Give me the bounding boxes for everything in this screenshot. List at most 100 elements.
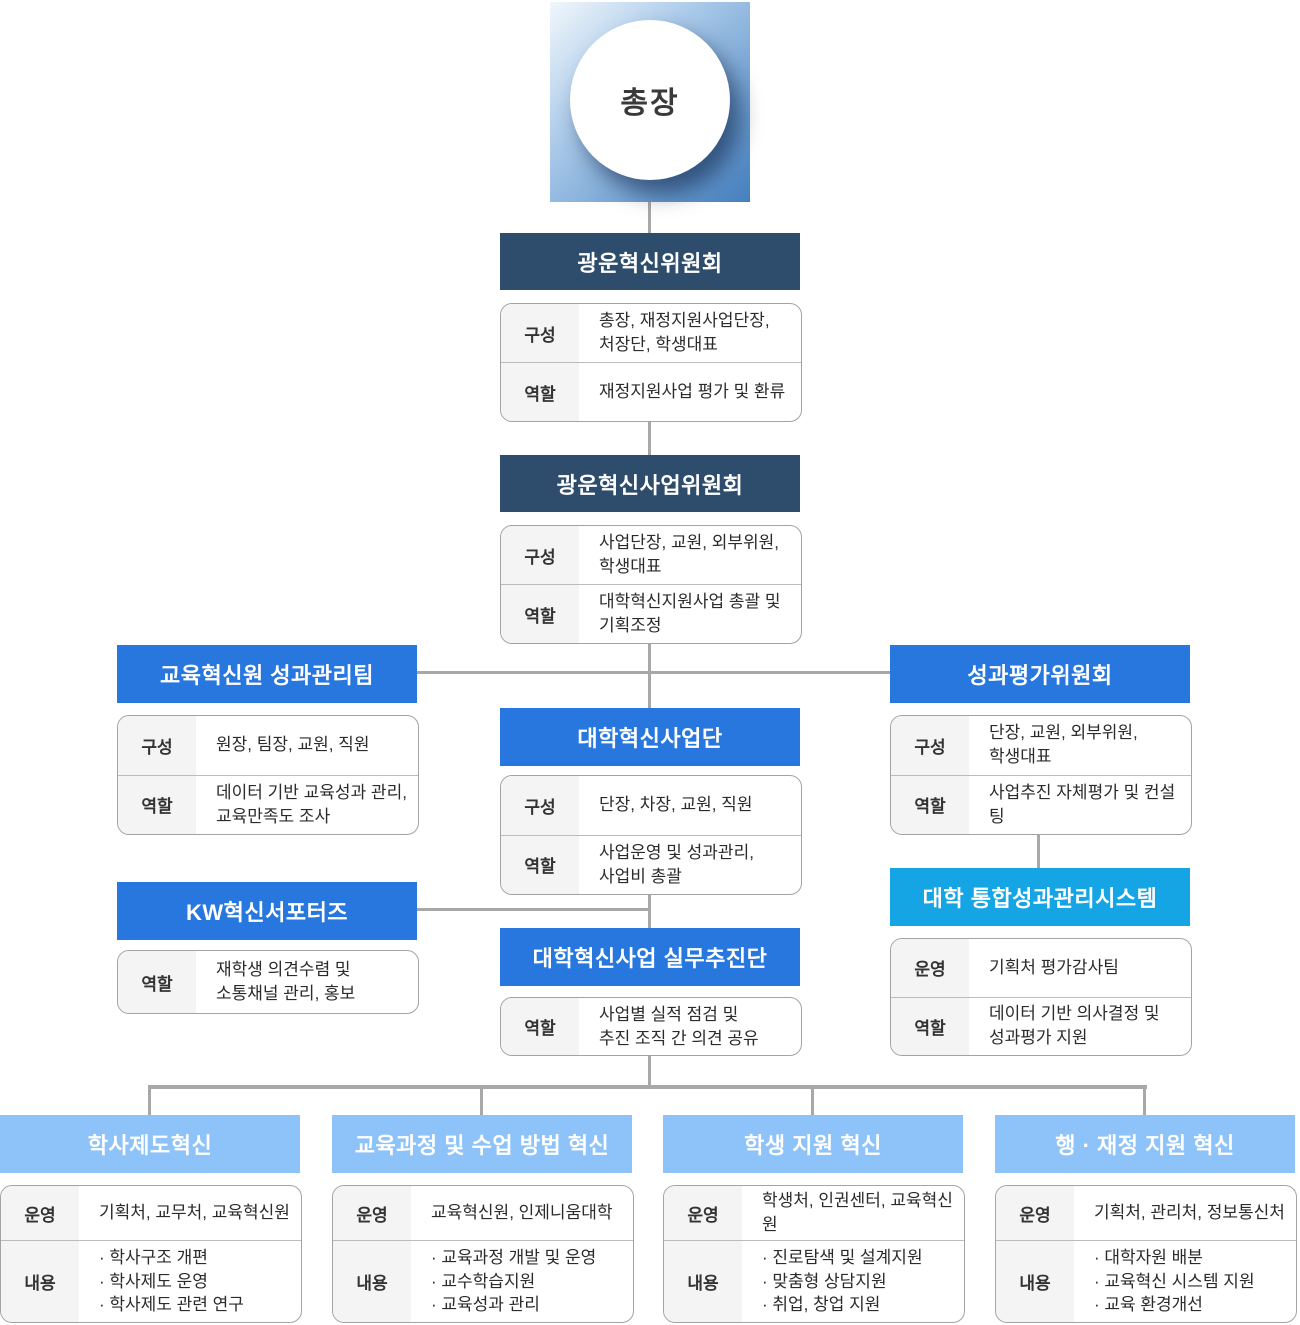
connector-committee-to-project-committee [648, 420, 651, 455]
table-row: 내용 · 대학자원 배분 · 교육혁신 시스템 지원 · 교육 환경개선 [996, 1240, 1296, 1322]
row-label: 운영 [333, 1186, 411, 1240]
kw-innovation-project-committee-header: 광운혁신사업위원회 [500, 455, 800, 512]
kw-innovation-project-committee-table: 구성 사업단장, 교원, 외부위원, 학생대표 역할 대학혁신지원사업 총괄 및… [500, 525, 802, 644]
row-label: 운영 [664, 1186, 742, 1240]
row-value: 총장, 재정지원사업단장, 처장단, 학생대표 [599, 311, 770, 354]
academic-system-innovation-table: 운영 기획처, 교무처, 교육혁신원 내용 · 학사구조 개편 · 학사제도 운… [0, 1185, 302, 1323]
row-label: 구성 [501, 776, 579, 835]
table-row: 내용 · 진로탐색 및 설계지원 · 맞춤형 상담지원 · 취업, 창업 지원 [664, 1240, 964, 1322]
row-label: 내용 [996, 1241, 1074, 1322]
table-row: 역할 재학생 의견수렴 및 소통채널 관리, 홍보 [118, 951, 418, 1013]
admin-finance-innovation-table: 운영 기획처, 관리처, 정보통신처 내용 · 대학자원 배분 · 교육혁신 시… [995, 1185, 1297, 1323]
kw-supporters-table: 역할 재학생 의견수렴 및 소통채널 관리, 홍보 [117, 950, 419, 1014]
row-value: 학생처, 인권센터, 교육혁신원 [762, 1191, 953, 1234]
connector-drop-2 [480, 1085, 483, 1115]
academic-system-innovation-header: 학사제도혁신 [0, 1115, 300, 1173]
connector-drop-1 [148, 1085, 151, 1115]
row-label: 역할 [891, 775, 969, 834]
row-value: 원장, 팀장, 교원, 직원 [216, 735, 370, 755]
connector-project-committee-to-group [648, 642, 651, 708]
row-value: · 진로탐색 및 설계지원 · 맞춤형 상담지원 · 취업, 창업 지원 [762, 1247, 923, 1315]
student-support-innovation-header: 학생 지원 혁신 [663, 1115, 963, 1173]
table-row: 운영 기획처, 교무처, 교육혁신원 [1, 1186, 301, 1240]
kw-supporters-header: KW혁신서포터즈 [117, 882, 417, 940]
row-value: · 학사구조 개편 · 학사제도 운영 · 학사제도 관련 연구 [99, 1247, 244, 1315]
row-label: 역할 [501, 998, 579, 1055]
president-label: 총장 [620, 87, 680, 120]
row-value: 사업별 실적 점검 및 추진 조직 간 의견 공유 [599, 1004, 759, 1048]
row-value: 대학혁신지원사업 총괄 및 기획조정 [599, 592, 781, 635]
working-group-table: 역할 사업별 실적 점검 및 추진 조직 간 의견 공유 [500, 997, 802, 1056]
connector-president-to-committee [648, 202, 651, 233]
table-row: 운영 학생처, 인권센터, 교육혁신원 [664, 1186, 964, 1240]
table-row: 역할 사업운영 및 성과관리, 사업비 총괄 [501, 834, 801, 894]
table-row: 역할 대학혁신지원사업 총괄 및 기획조정 [501, 584, 801, 643]
row-label: 역할 [501, 585, 579, 643]
kw-innovation-committee-header: 광운혁신위원회 [500, 233, 800, 290]
curriculum-innovation-header: 교육과정 및 수업 방법 혁신 [332, 1115, 632, 1173]
admin-finance-innovation-header: 행 · 재정 지원 혁신 [995, 1115, 1295, 1173]
connector-horizontal-bottom [148, 1085, 1147, 1089]
table-row: 내용 · 교육과정 개발 및 운영 · 교수학습지원 · 교육성과 관리 [333, 1240, 633, 1322]
row-value: 기획처, 관리처, 정보통신처 [1094, 1203, 1285, 1223]
row-label: 구성 [501, 304, 579, 362]
connector-eval-to-system [1037, 833, 1040, 868]
table-row: 구성 총장, 재정지원사업단장, 처장단, 학생대표 [501, 304, 801, 362]
row-label: 구성 [118, 716, 196, 775]
row-label: 역할 [118, 775, 196, 834]
table-row: 운영 기획처 평가감사팀 [891, 939, 1191, 997]
table-row: 역할 데이터 기반 의사결정 및 성과평가 지원 [891, 996, 1191, 1055]
university-innovation-group-table: 구성 단장, 차장, 교원, 직원 역할 사업운영 및 성과관리, 사업비 총괄 [500, 775, 802, 895]
row-label: 구성 [501, 526, 579, 584]
table-row: 역할 사업별 실적 점검 및 추진 조직 간 의견 공유 [501, 998, 801, 1055]
row-value: 데이터 기반 의사결정 및 성과평가 지원 [989, 1004, 1160, 1048]
row-label: 역할 [501, 835, 579, 894]
table-row: 역할 사업추진 자체평가 및 컨설팅 [891, 774, 1191, 834]
row-value: 사업단장, 교원, 외부위원, 학생대표 [599, 533, 780, 576]
row-value: · 교육과정 개발 및 운영 · 교수학습지원 · 교육성과 관리 [431, 1247, 597, 1315]
table-row: 운영 교육혁신원, 인제니움대학 [333, 1186, 633, 1240]
president-node: 총장 [550, 2, 750, 202]
integrated-performance-system-table: 운영 기획처 평가감사팀 역할 데이터 기반 의사결정 및 성과평가 지원 [890, 938, 1192, 1056]
row-label: 내용 [333, 1241, 411, 1322]
row-label: 운영 [891, 939, 969, 997]
table-row: 내용 · 학사구조 개편 · 학사제도 운영 · 학사제도 관련 연구 [1, 1240, 301, 1322]
row-label: 운영 [996, 1186, 1074, 1240]
row-value: 단장, 교원, 외부위원, 학생대표 [989, 723, 1138, 767]
connector-drop-3 [811, 1085, 814, 1115]
table-row: 역할 재정지원사업 평가 및 환류 [501, 362, 801, 421]
row-label: 역할 [891, 997, 969, 1055]
performance-mgmt-team-header: 교육혁신원 성과관리팀 [117, 645, 417, 703]
table-row: 운영 기획처, 관리처, 정보통신처 [996, 1186, 1296, 1240]
table-row: 역할 데이터 기반 교육성과 관리, 교육만족도 조사 [118, 774, 418, 834]
connector-working-group-down [648, 1054, 651, 1087]
university-innovation-group-header: 대학혁신사업단 [500, 708, 800, 766]
connector-horizontal-upper [417, 671, 890, 674]
table-row: 구성 단장, 교원, 외부위원, 학생대표 [891, 716, 1191, 775]
connector-horizontal-supporters [417, 908, 650, 911]
row-value: · 대학자원 배분 · 교육혁신 시스템 지원 · 교육 환경개선 [1094, 1247, 1255, 1315]
row-value: 기획처, 교무처, 교육혁신원 [99, 1203, 290, 1223]
row-value: 교육혁신원, 인제니움대학 [431, 1203, 613, 1223]
performance-mgmt-team-table: 구성 원장, 팀장, 교원, 직원 역할 데이터 기반 교육성과 관리, 교육만… [117, 715, 419, 835]
row-label: 역할 [118, 951, 196, 1013]
working-group-header: 대학혁신사업 실무추진단 [500, 928, 800, 986]
row-label: 내용 [1, 1241, 79, 1322]
row-label: 운영 [1, 1186, 79, 1240]
row-value: 사업추진 자체평가 및 컨설팅 [989, 782, 1176, 826]
row-label: 내용 [664, 1241, 742, 1322]
row-label: 역할 [501, 363, 579, 421]
connector-drop-4 [1143, 1085, 1146, 1115]
president-circle: 총장 [570, 20, 730, 180]
performance-eval-committee-table: 구성 단장, 교원, 외부위원, 학생대표 역할 사업추진 자체평가 및 컨설팅 [890, 715, 1192, 835]
connector-group-to-working-group [648, 893, 651, 930]
row-label: 구성 [891, 716, 969, 775]
row-value: 사업운영 및 성과관리, 사업비 총괄 [599, 842, 754, 886]
row-value: 데이터 기반 교육성과 관리, 교육만족도 조사 [216, 782, 407, 826]
integrated-performance-system-header: 대학 통합성과관리시스템 [890, 868, 1190, 926]
kw-innovation-committee-table: 구성 총장, 재정지원사업단장, 처장단, 학생대표 역할 재정지원사업 평가 … [500, 303, 802, 422]
table-row: 구성 사업단장, 교원, 외부위원, 학생대표 [501, 526, 801, 584]
performance-eval-committee-header: 성과평가위원회 [890, 645, 1190, 703]
student-support-innovation-table: 운영 학생처, 인권센터, 교육혁신원 내용 · 진로탐색 및 설계지원 · 맞… [663, 1185, 965, 1323]
